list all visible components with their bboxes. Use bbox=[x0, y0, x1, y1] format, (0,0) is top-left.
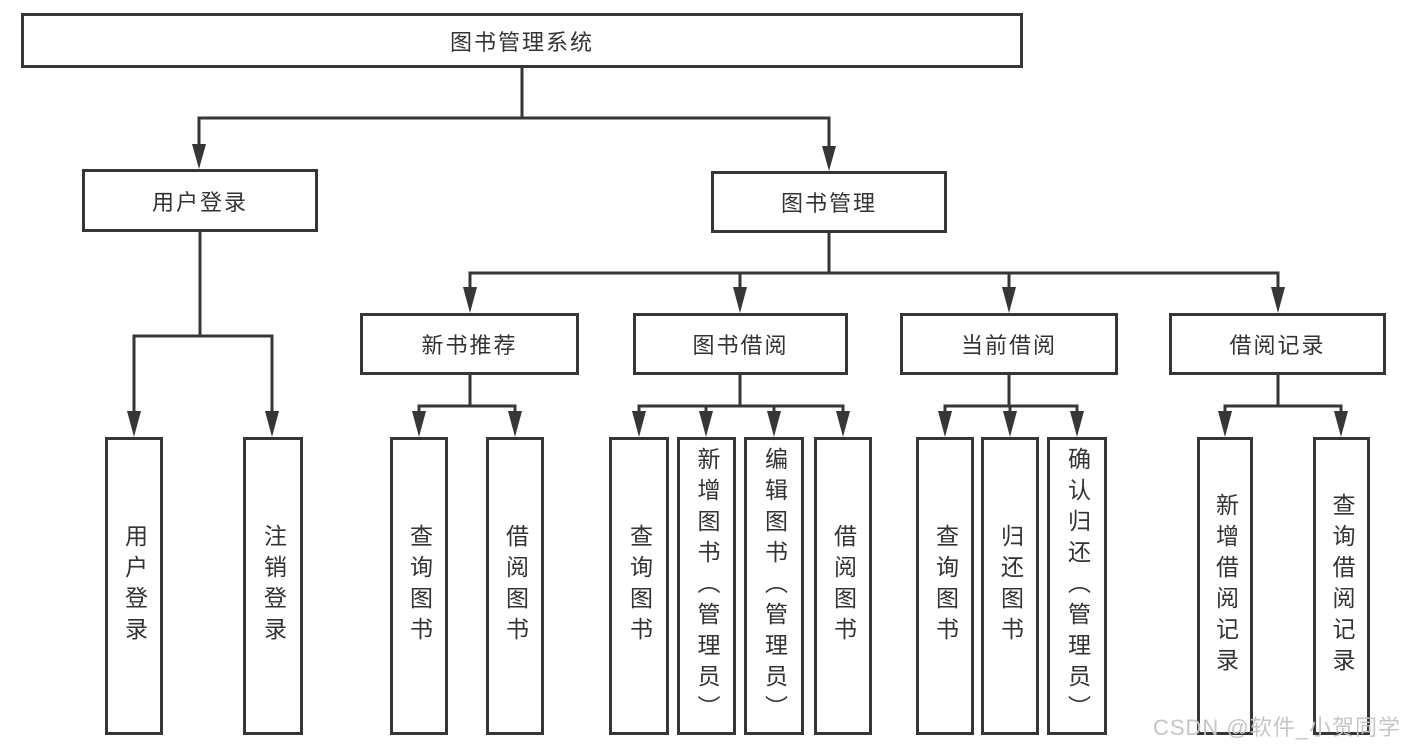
node-label: 归还图书 bbox=[997, 524, 1024, 648]
connector-current-borrow-children bbox=[938, 373, 1084, 437]
node-label: 查询图书 bbox=[932, 524, 959, 648]
node-label: 确认归还（管理员） bbox=[1064, 446, 1091, 726]
node-root: 图书管理系统 bbox=[21, 13, 1023, 68]
node-label: 编辑图书（管理员） bbox=[761, 446, 788, 726]
node-label: 图书借阅 bbox=[692, 333, 789, 358]
node-book-borrow: 图书借阅 bbox=[633, 313, 848, 375]
node-book-management: 图书管理 bbox=[711, 171, 947, 233]
connector-arrowhead bbox=[938, 411, 952, 437]
node-logout-leaf: 注销登录 bbox=[243, 437, 303, 735]
connector-book-borrow-children bbox=[632, 373, 850, 437]
connector-arrowhead bbox=[1003, 411, 1017, 437]
connector-borrow-records-children bbox=[1218, 373, 1348, 437]
node-query-borrow-record: 查询借阅记录 bbox=[1313, 437, 1370, 735]
node-label: 当前借阅 bbox=[960, 333, 1057, 358]
watermark: CSDN @软件_小贺同学 bbox=[1152, 715, 1401, 740]
node-add-borrow-record: 新增借阅记录 bbox=[1197, 437, 1253, 735]
node-label: 用户登录 bbox=[121, 524, 148, 648]
connector-arrowhead bbox=[1218, 411, 1232, 437]
node-add-books-admin: 新增图书（管理员） bbox=[677, 437, 736, 735]
node-return-books: 归还图书 bbox=[981, 437, 1039, 735]
connector-arrowhead bbox=[733, 287, 747, 313]
connector-arrowhead bbox=[1271, 287, 1285, 313]
connector-arrowhead bbox=[822, 146, 836, 171]
connector-arrowhead bbox=[127, 411, 141, 437]
connector-arrowhead bbox=[632, 411, 646, 437]
connector-arrowhead bbox=[1070, 411, 1084, 437]
connector-arrowhead bbox=[265, 411, 279, 437]
connector-root-to-level2 bbox=[192, 66, 836, 171]
node-borrow-records: 借阅记录 bbox=[1169, 313, 1386, 375]
node-label: 注销登录 bbox=[260, 524, 287, 648]
node-borrow-books-1: 借阅图书 bbox=[486, 437, 544, 735]
connector-book-management-children bbox=[463, 231, 1285, 313]
node-label: 借阅图书 bbox=[830, 524, 857, 648]
node-edit-books-admin: 编辑图书（管理员） bbox=[744, 437, 804, 735]
node-query-books-3: 查询图书 bbox=[916, 437, 974, 735]
connector-arrowhead bbox=[699, 411, 713, 437]
node-label: 新增图书（管理员） bbox=[694, 446, 720, 726]
node-current-borrow: 当前借阅 bbox=[900, 313, 1118, 375]
node-query-books-1: 查询图书 bbox=[390, 437, 448, 735]
connector-user-login-children bbox=[127, 230, 279, 437]
node-label: 查询图书 bbox=[406, 524, 433, 648]
connector-arrowhead bbox=[412, 411, 426, 437]
node-borrow-books-2: 借阅图书 bbox=[814, 437, 872, 735]
node-query-books-2: 查询图书 bbox=[609, 437, 669, 735]
node-user-login: 用户登录 bbox=[82, 169, 318, 232]
connector-arrowhead bbox=[463, 287, 477, 313]
node-label: 查询借阅记录 bbox=[1329, 493, 1355, 679]
connector-new-book-children bbox=[412, 373, 522, 437]
node-label: 查询图书 bbox=[626, 524, 653, 648]
node-label: 借阅图书 bbox=[502, 524, 529, 648]
connector-arrowhead bbox=[508, 411, 522, 437]
connector-arrowhead bbox=[192, 144, 206, 169]
node-new-book-recommend: 新书推荐 bbox=[360, 313, 579, 375]
connector-arrowhead bbox=[767, 411, 781, 437]
node-label: 新增借阅记录 bbox=[1212, 493, 1239, 679]
connector-arrowhead bbox=[1002, 287, 1016, 313]
node-label: 用户登录 bbox=[151, 189, 248, 215]
node-label: 新书推荐 bbox=[421, 333, 518, 358]
connector-arrowhead bbox=[1334, 411, 1348, 437]
node-label: 图书管理 bbox=[780, 191, 877, 216]
connector-arrowhead bbox=[836, 411, 850, 437]
node-label: 图书管理系统 bbox=[449, 29, 594, 55]
node-label: 借阅记录 bbox=[1229, 333, 1326, 358]
node-confirm-return-admin: 确认归还（管理员） bbox=[1047, 437, 1107, 735]
node-user-login-leaf: 用户登录 bbox=[105, 437, 163, 735]
